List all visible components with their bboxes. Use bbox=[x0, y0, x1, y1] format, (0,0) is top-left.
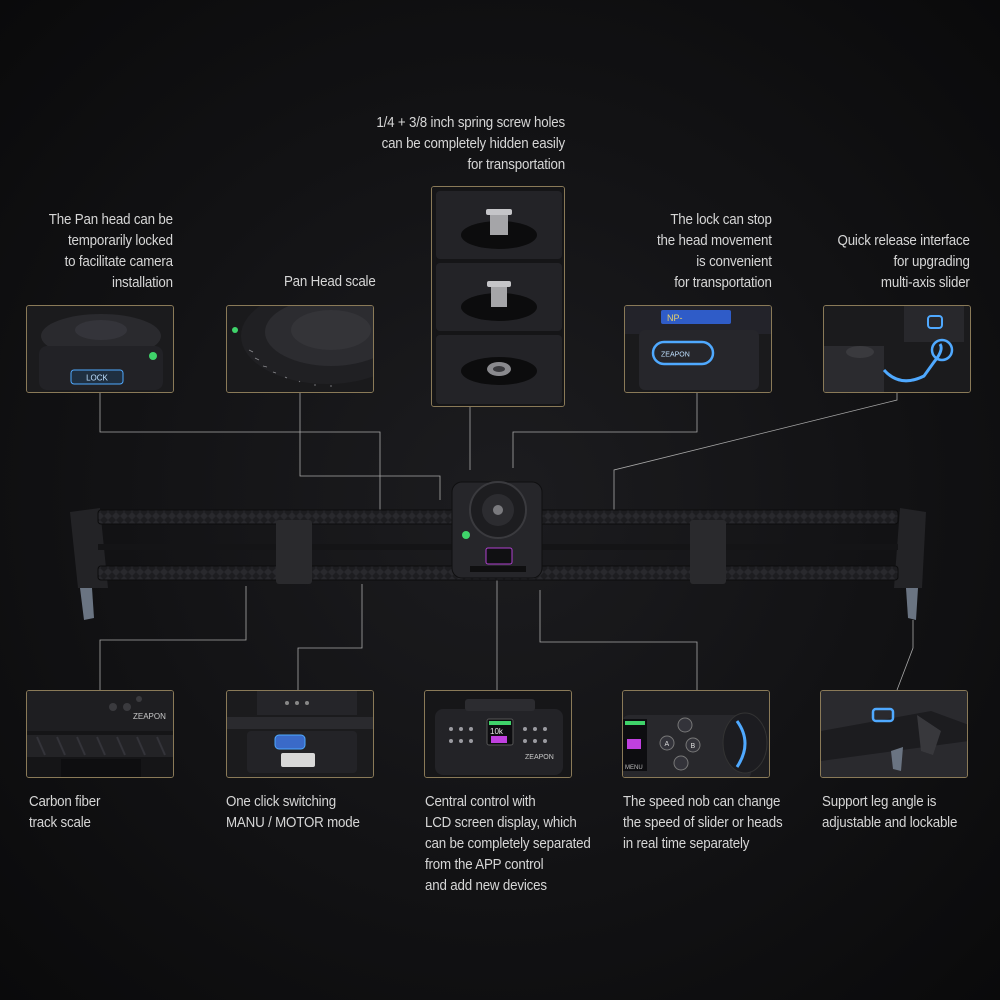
left-clamp bbox=[276, 520, 312, 584]
detail-screw-holes bbox=[431, 186, 565, 407]
caption-pan-lock: The Pan head can be temporarily locked t… bbox=[48, 212, 173, 291]
quick-release-glow bbox=[882, 343, 943, 383]
detail-pan-lock: LOCK bbox=[26, 305, 174, 393]
button-b-label: B bbox=[691, 743, 696, 750]
button-a-label: A bbox=[665, 741, 670, 748]
detail-mode-switch bbox=[226, 690, 374, 778]
detail-lock-stop: NP- ZEAPON bbox=[624, 305, 772, 393]
button-a bbox=[659, 735, 675, 751]
lock-button-label: LOCK bbox=[86, 374, 108, 383]
lock-brand: ZEAPON bbox=[661, 352, 690, 359]
detail-pan-scale bbox=[226, 305, 374, 393]
lock-slider-glow bbox=[651, 340, 715, 366]
detail-support-leg bbox=[820, 690, 968, 778]
caption-quick-release: Quick release interface for upgrading mu… bbox=[837, 233, 970, 291]
caption-central-control: Central control with LCD screen display,… bbox=[425, 794, 591, 894]
caption-one-click: One click switching MANU / MOTOR mode bbox=[226, 794, 360, 831]
right-leg bbox=[906, 588, 918, 620]
carriage-lcd bbox=[485, 547, 513, 565]
control-brand: ZEAPON bbox=[525, 754, 554, 761]
right-end-cap bbox=[894, 508, 926, 588]
caption-support-leg: Support leg angle is adjustable and lock… bbox=[822, 794, 958, 831]
left-leg bbox=[80, 588, 94, 620]
mode-switch-glow bbox=[274, 734, 306, 750]
button-d bbox=[673, 755, 689, 771]
menu-label: MENU bbox=[625, 765, 643, 771]
right-clamp bbox=[690, 520, 726, 584]
detail-speed-nob: MENU A B bbox=[622, 690, 770, 778]
detail-central-control: 10k ZEAPON bbox=[424, 690, 572, 778]
track-brand: ZEAPON bbox=[133, 712, 166, 721]
leg-lock-glow bbox=[871, 707, 895, 723]
detail-quick-release bbox=[823, 305, 971, 393]
button-b bbox=[685, 737, 701, 753]
detail-carbon-track: ZEAPON bbox=[26, 690, 174, 778]
caption-pan-scale: Pan Head scale bbox=[284, 274, 376, 290]
speed-knob-glow bbox=[735, 720, 747, 768]
caption-carbon-track: Carbon fiber track scale bbox=[29, 794, 101, 831]
lock-button bbox=[70, 369, 124, 385]
caption-screw-holes: 1/4 + 3/8 inch spring screw holes can be… bbox=[376, 115, 565, 173]
button-c bbox=[677, 717, 693, 733]
battery-label: NP- bbox=[667, 313, 683, 323]
caption-speed-nob: The speed nob can change the speed of sl… bbox=[623, 794, 783, 852]
caption-lock-stop: The lock can stop the head movement is c… bbox=[657, 212, 772, 291]
lcd-value: 10k bbox=[490, 727, 504, 736]
